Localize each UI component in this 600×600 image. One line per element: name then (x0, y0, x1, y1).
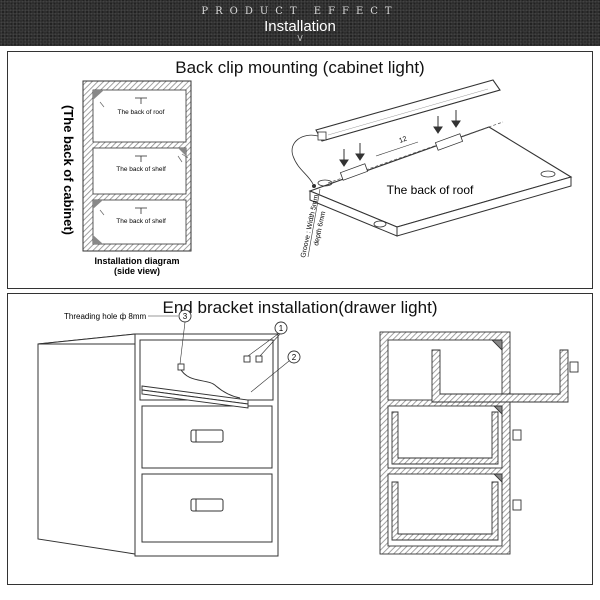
cabinet-side-view: The back of roof The back of shelf The b… (82, 80, 192, 252)
callout-1: 1 (279, 324, 284, 333)
power-cable (291, 134, 319, 185)
chevron-down-icon: V (297, 34, 303, 43)
header-banner: PRODUCT EFFECT Installation V (0, 0, 600, 46)
threading-hole-label: Threading hole ф 8mm (64, 312, 147, 321)
shelf-label-2: The back of shelf (116, 166, 166, 173)
drawer-light-bar (141, 355, 263, 409)
dimension-label: 12 (398, 136, 408, 145)
back-clip-title: Back clip mounting (cabinet light) (175, 58, 425, 77)
back-clip-panel: Back clip mounting (cabinet light) (7, 51, 593, 289)
callout-3: 3 (183, 312, 188, 321)
caption-line-2: (side view) (114, 266, 160, 276)
light-bar (315, 79, 501, 142)
end-bracket-title: End bracket installation(drawer light) (162, 298, 438, 317)
cabinet-back-side-label: (The back of cabinet) (61, 105, 76, 235)
roof-label: The back of roof (387, 183, 474, 197)
caption-line-1: Installation diagram (94, 256, 179, 266)
end-bracket-panel: End bracket installation(drawer light) (7, 293, 593, 585)
header-kicker: PRODUCT EFFECT (201, 6, 399, 17)
callout-2: 2 (292, 353, 297, 362)
shelf-label-3: The back of shelf (116, 218, 166, 225)
drawer-cross-section (379, 331, 579, 555)
down-arrow-icons (339, 110, 461, 167)
header-title: Installation (264, 18, 336, 35)
callout-markers: 3 1 2 (178, 309, 301, 393)
drawer-cabinet (37, 333, 279, 557)
back-clip-figure: The back of roof The back of shelf The b… (61, 79, 573, 276)
end-bracket-figure: 3 1 2 Threading hole ф 8mm (37, 309, 579, 557)
shelf-label-1: The back of roof (118, 109, 165, 116)
roof-board-perspective (308, 121, 573, 237)
